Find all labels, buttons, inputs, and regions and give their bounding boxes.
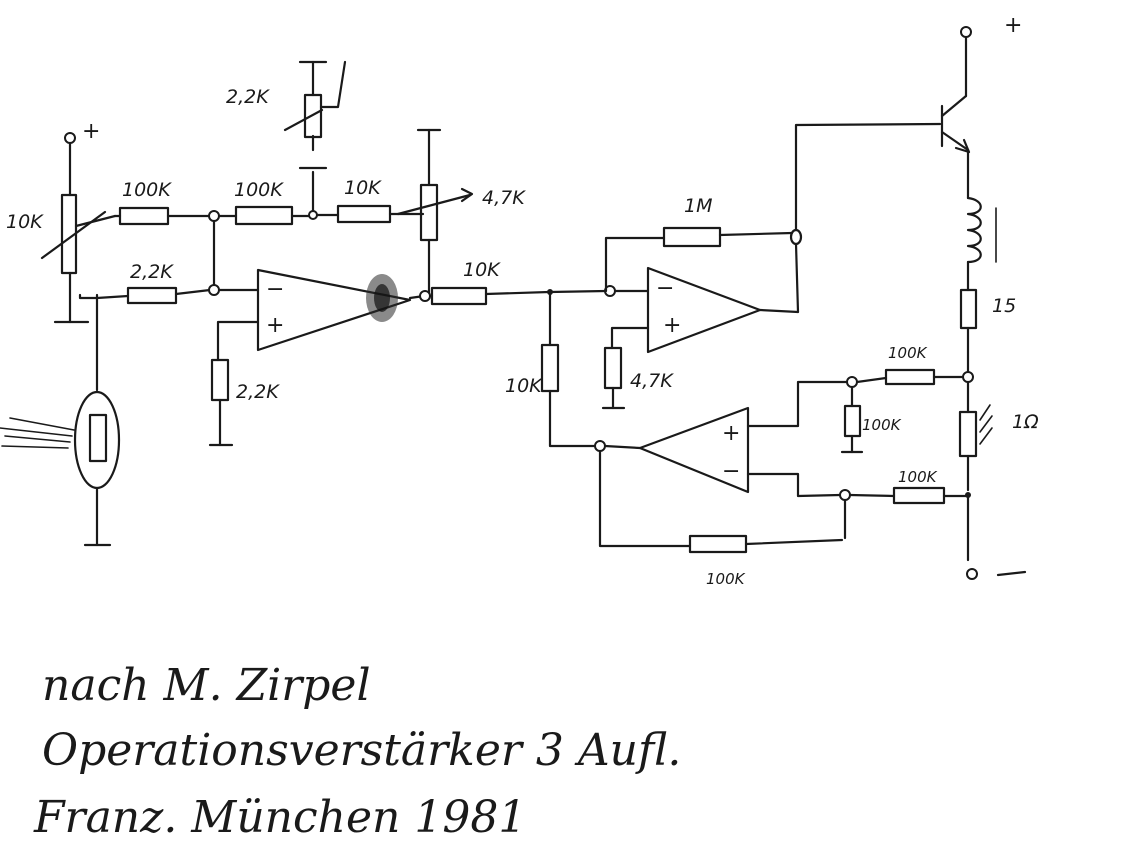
label-r-shunt: 10K [505,375,543,397]
opamp3-minus: − [722,459,740,484]
stage2-shunt [540,290,606,452]
opamp2-minus: − [656,276,674,301]
label-trimmer-top: 2,2K [226,86,270,108]
output-transistor [794,26,972,232]
label-r-shunt-out: 1Ω [1012,411,1039,433]
load-coil [966,196,997,292]
note-line-1: nach M. Zirpel [42,660,371,711]
stage2-input [428,285,650,306]
input-potentiometer [40,132,117,324]
photo-sensor [0,293,121,547]
label-r-series-3: 10K [344,177,382,199]
label-r-minus-in: 2,2K [130,261,174,283]
label-r-plus-gnd: 2,2K [236,381,280,403]
label-r-sense-top: 100K [888,344,928,362]
opamp-3 [603,406,750,494]
sense-resistor-1ohm [958,404,1027,580]
supply-plus-right: + [1004,13,1022,38]
opamp1-plus: + [266,313,284,338]
label-pot-input: 10K [6,211,44,233]
note-line-3: Franz. München 1981 [33,792,526,843]
series-resistor-15 [959,288,978,414]
label-r-series-2: 100K [234,179,284,201]
opamp1-minus: − [266,277,284,302]
loop-resistor [598,449,844,554]
feedback-resistor [604,226,803,293]
sense-network-bottom [746,472,968,540]
label-r-sense-mid: 100K [862,416,902,434]
sense-network-top [746,368,964,454]
label-r-loop: 100K [706,570,746,588]
supply-plus-left: + [82,119,100,144]
opamp2-plus: + [663,313,681,338]
label-r-sense-bot: 100K [898,468,938,486]
offset-trimmer [283,60,347,213]
minus-input-resistor [95,284,260,305]
adjust-potentiometer [396,128,474,297]
note-line-2: Operationsverstärker 3 Aufl. [42,725,681,776]
opamp-1 [208,268,431,447]
label-r-plus-gnd2: 4,7K [630,370,674,392]
opamp-2 [601,242,800,410]
label-pot-right: 4,7K [482,187,526,209]
label-r-stage2-in: 10K [463,259,501,281]
label-r-coil: 15 [992,295,1016,317]
label-r-feedback: 1M [684,195,712,217]
label-r-series-1: 100K [122,179,172,201]
opamp3-plus: + [722,421,740,446]
